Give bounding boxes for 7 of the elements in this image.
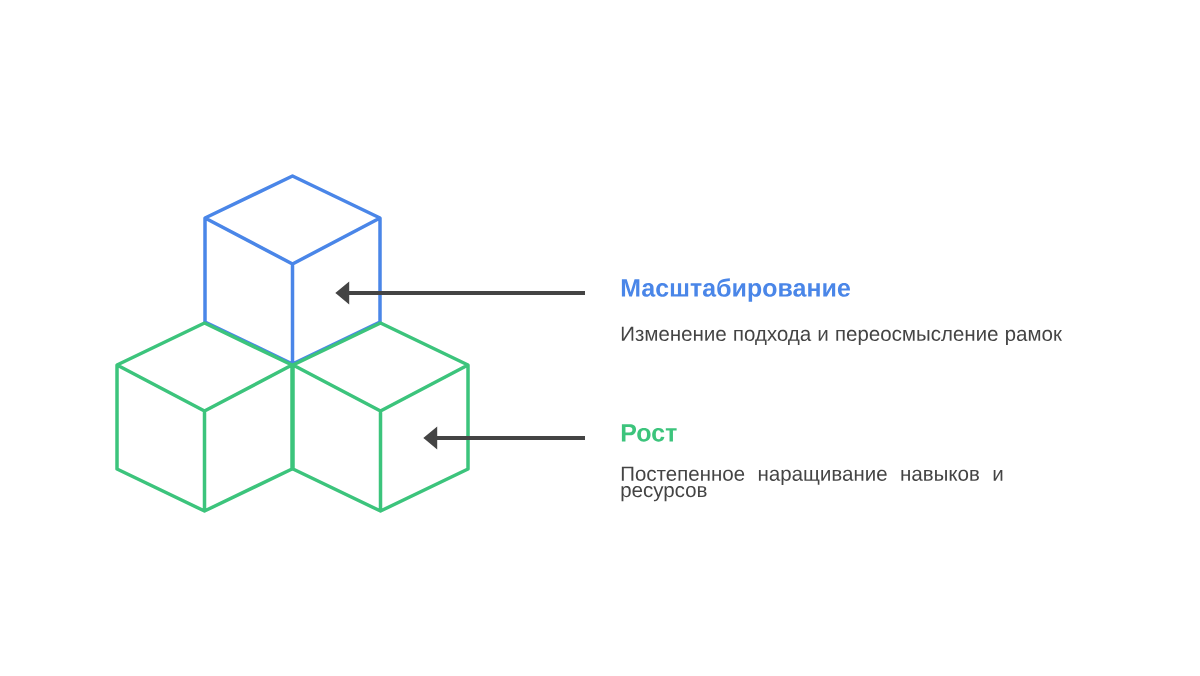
description: Изменение подхода и переосмысление рамок: [621, 326, 1062, 346]
description: Постепенное наращивание навыков и ресурсов: [621, 466, 1003, 502]
cube: [115, 321, 294, 513]
cube: [291, 321, 470, 513]
heading: Масштабирование: [621, 278, 850, 302]
heading: Рост: [621, 424, 677, 442]
cube: [203, 174, 382, 366]
